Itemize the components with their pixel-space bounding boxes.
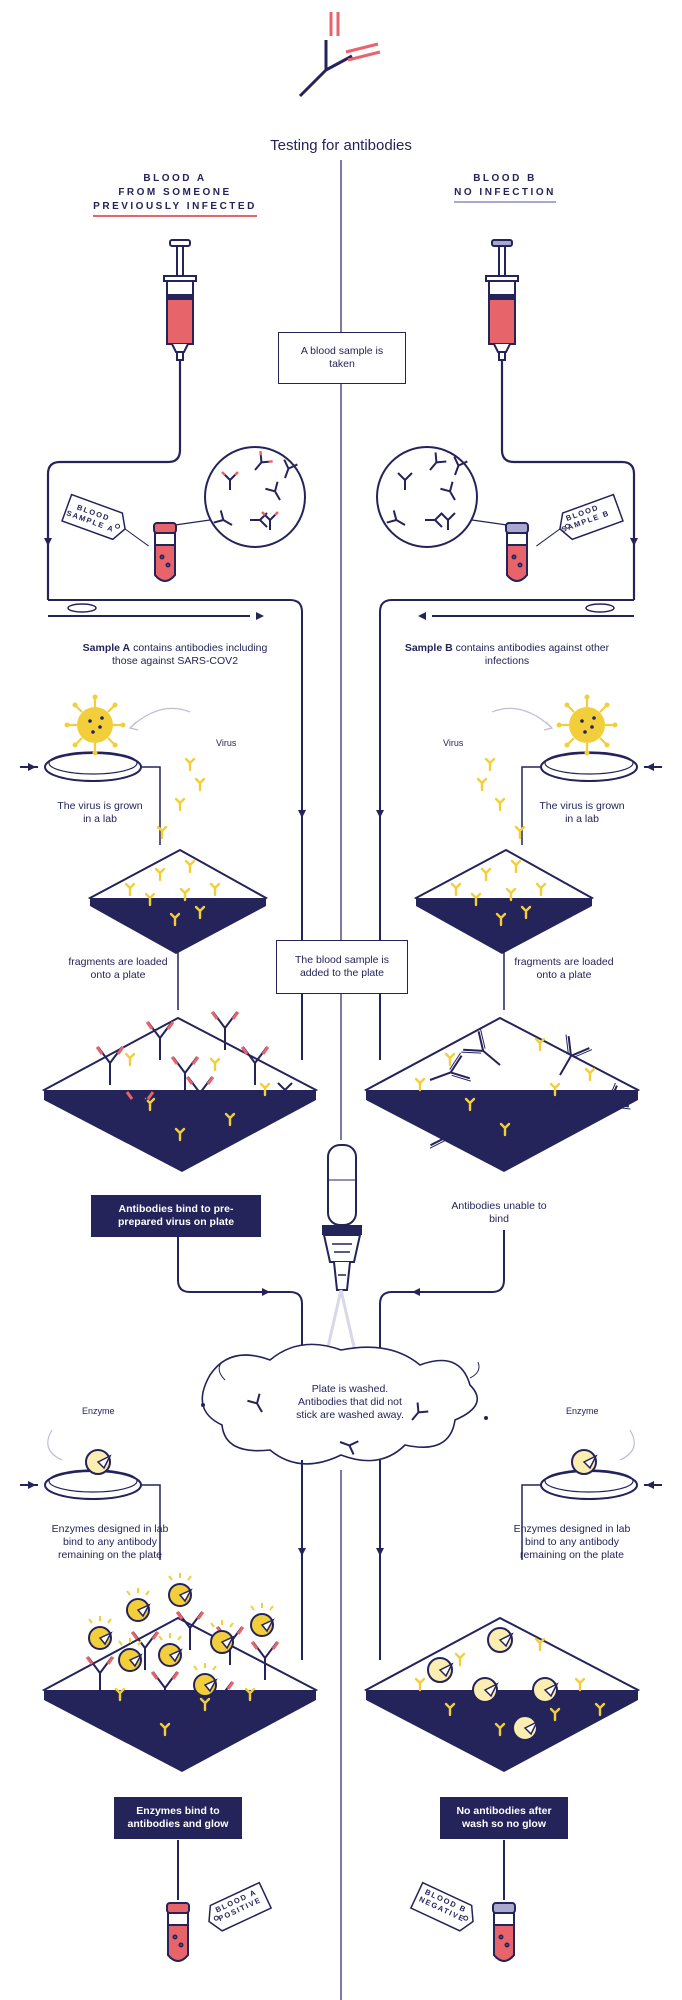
enzyme-dish-b <box>521 1429 662 1560</box>
tag-sample-b-icon <box>536 493 624 547</box>
antibody-plate-a <box>41 1010 319 1172</box>
virus-grown-b: The virus is grown in a lab <box>539 800 625 825</box>
page-title: Testing for antibodies <box>270 137 412 154</box>
result-positive: Enzymes bind to antibodies and glow <box>114 1797 242 1839</box>
sample-a-description: Sample A contains antibodies including t… <box>70 642 280 668</box>
virus-grown-a: The virus is grown in a lab <box>57 800 143 825</box>
logo-antibody-icon <box>298 12 381 98</box>
tube-a-icon <box>153 522 177 582</box>
antibody-plate-b <box>363 1016 641 1172</box>
heading-blood-b: BLOOD B NO INFECTION <box>420 172 590 203</box>
enzyme-dish-a <box>20 1429 161 1560</box>
heading-a-line-3: PREVIOUSLY INFECTED <box>93 200 257 217</box>
enzyme-icon <box>85 1449 111 1475</box>
virus-label-b: Virus <box>443 738 464 748</box>
result-negative: No antibodies after wash so no glow <box>440 1797 568 1839</box>
enzyme-label-a: Enzyme <box>82 1406 115 1416</box>
step-sample-taken: A blood sample is taken <box>278 332 406 384</box>
tag-sample-a-icon <box>61 493 149 547</box>
callout-bind-positive-text: Antibodies bind to pre-prepared virus on… <box>117 1203 235 1228</box>
step-added-to-plate-text: The blood sample is added to the plate <box>295 954 389 979</box>
sample-a-rest: contains antibodies including those agai… <box>111 642 268 667</box>
virus-icon <box>63 693 127 757</box>
virus-dish-b <box>476 693 662 845</box>
virus-dish-a <box>20 693 206 845</box>
step-washed: Plate is washed. Antibodies that did not… <box>296 1383 404 1421</box>
result-plate-a <box>41 1572 319 1772</box>
sample-a-bold: Sample A <box>82 642 131 654</box>
syringe-a-icon <box>163 239 197 361</box>
heading-a-line-2: FROM SOMEONE <box>118 187 232 198</box>
virus-label-a: Virus <box>216 738 237 748</box>
enzymes-designed-a: Enzymes designed in lab bind to any anti… <box>51 1523 169 1561</box>
pipette-icon <box>322 1144 362 1291</box>
sample-b-description: Sample B contains antibodies against oth… <box>402 642 612 668</box>
enzyme-icon <box>571 1449 597 1475</box>
result-positive-text: Enzymes bind to antibodies and glow <box>127 1805 229 1830</box>
sample-b-bold: Sample B <box>404 642 453 654</box>
tube-positive-icon <box>166 1902 190 1962</box>
fragment-plate-a <box>87 848 269 1010</box>
heading-b-line-1: BLOOD B <box>473 173 537 184</box>
fragments-a: fragments are loaded onto a plate <box>68 956 168 981</box>
step-sample-taken-text: A blood sample is taken <box>300 345 384 370</box>
tube-negative-icon <box>492 1902 516 1962</box>
result-plate-b <box>363 1616 641 1772</box>
enzymes-designed-b: Enzymes designed in lab bind to any anti… <box>513 1523 631 1561</box>
heading-a-line-1: BLOOD A <box>143 173 207 184</box>
virus-icon <box>555 693 619 757</box>
fragment-plate-b <box>413 848 595 1010</box>
magnified-sample-a <box>174 446 306 548</box>
callout-bind-positive: Antibodies bind to pre-prepared virus on… <box>91 1195 261 1237</box>
heading-blood-a: BLOOD A FROM SOMEONE PREVIOUSLY INFECTED <box>90 172 260 217</box>
sample-b-rest: contains antibodies against other infect… <box>455 642 610 667</box>
tag-negative-icon <box>409 1881 474 1932</box>
enzyme-label-b: Enzyme <box>566 1406 599 1416</box>
magnified-sample-b <box>376 446 508 548</box>
tube-b-icon <box>505 522 529 582</box>
syringe-b-icon <box>485 239 519 361</box>
water-splash <box>201 1289 488 1465</box>
heading-b-line-2: NO INFECTION <box>454 186 556 203</box>
step-added-to-plate: The blood sample is added to the plate <box>276 940 408 994</box>
callout-bind-negative: Antibodies unable to bind <box>451 1200 547 1225</box>
fragments-b: fragments are loaded onto a plate <box>514 956 614 981</box>
tag-positive-icon <box>208 1881 273 1932</box>
result-negative-text: No antibodies after wash so no glow <box>456 1805 552 1830</box>
